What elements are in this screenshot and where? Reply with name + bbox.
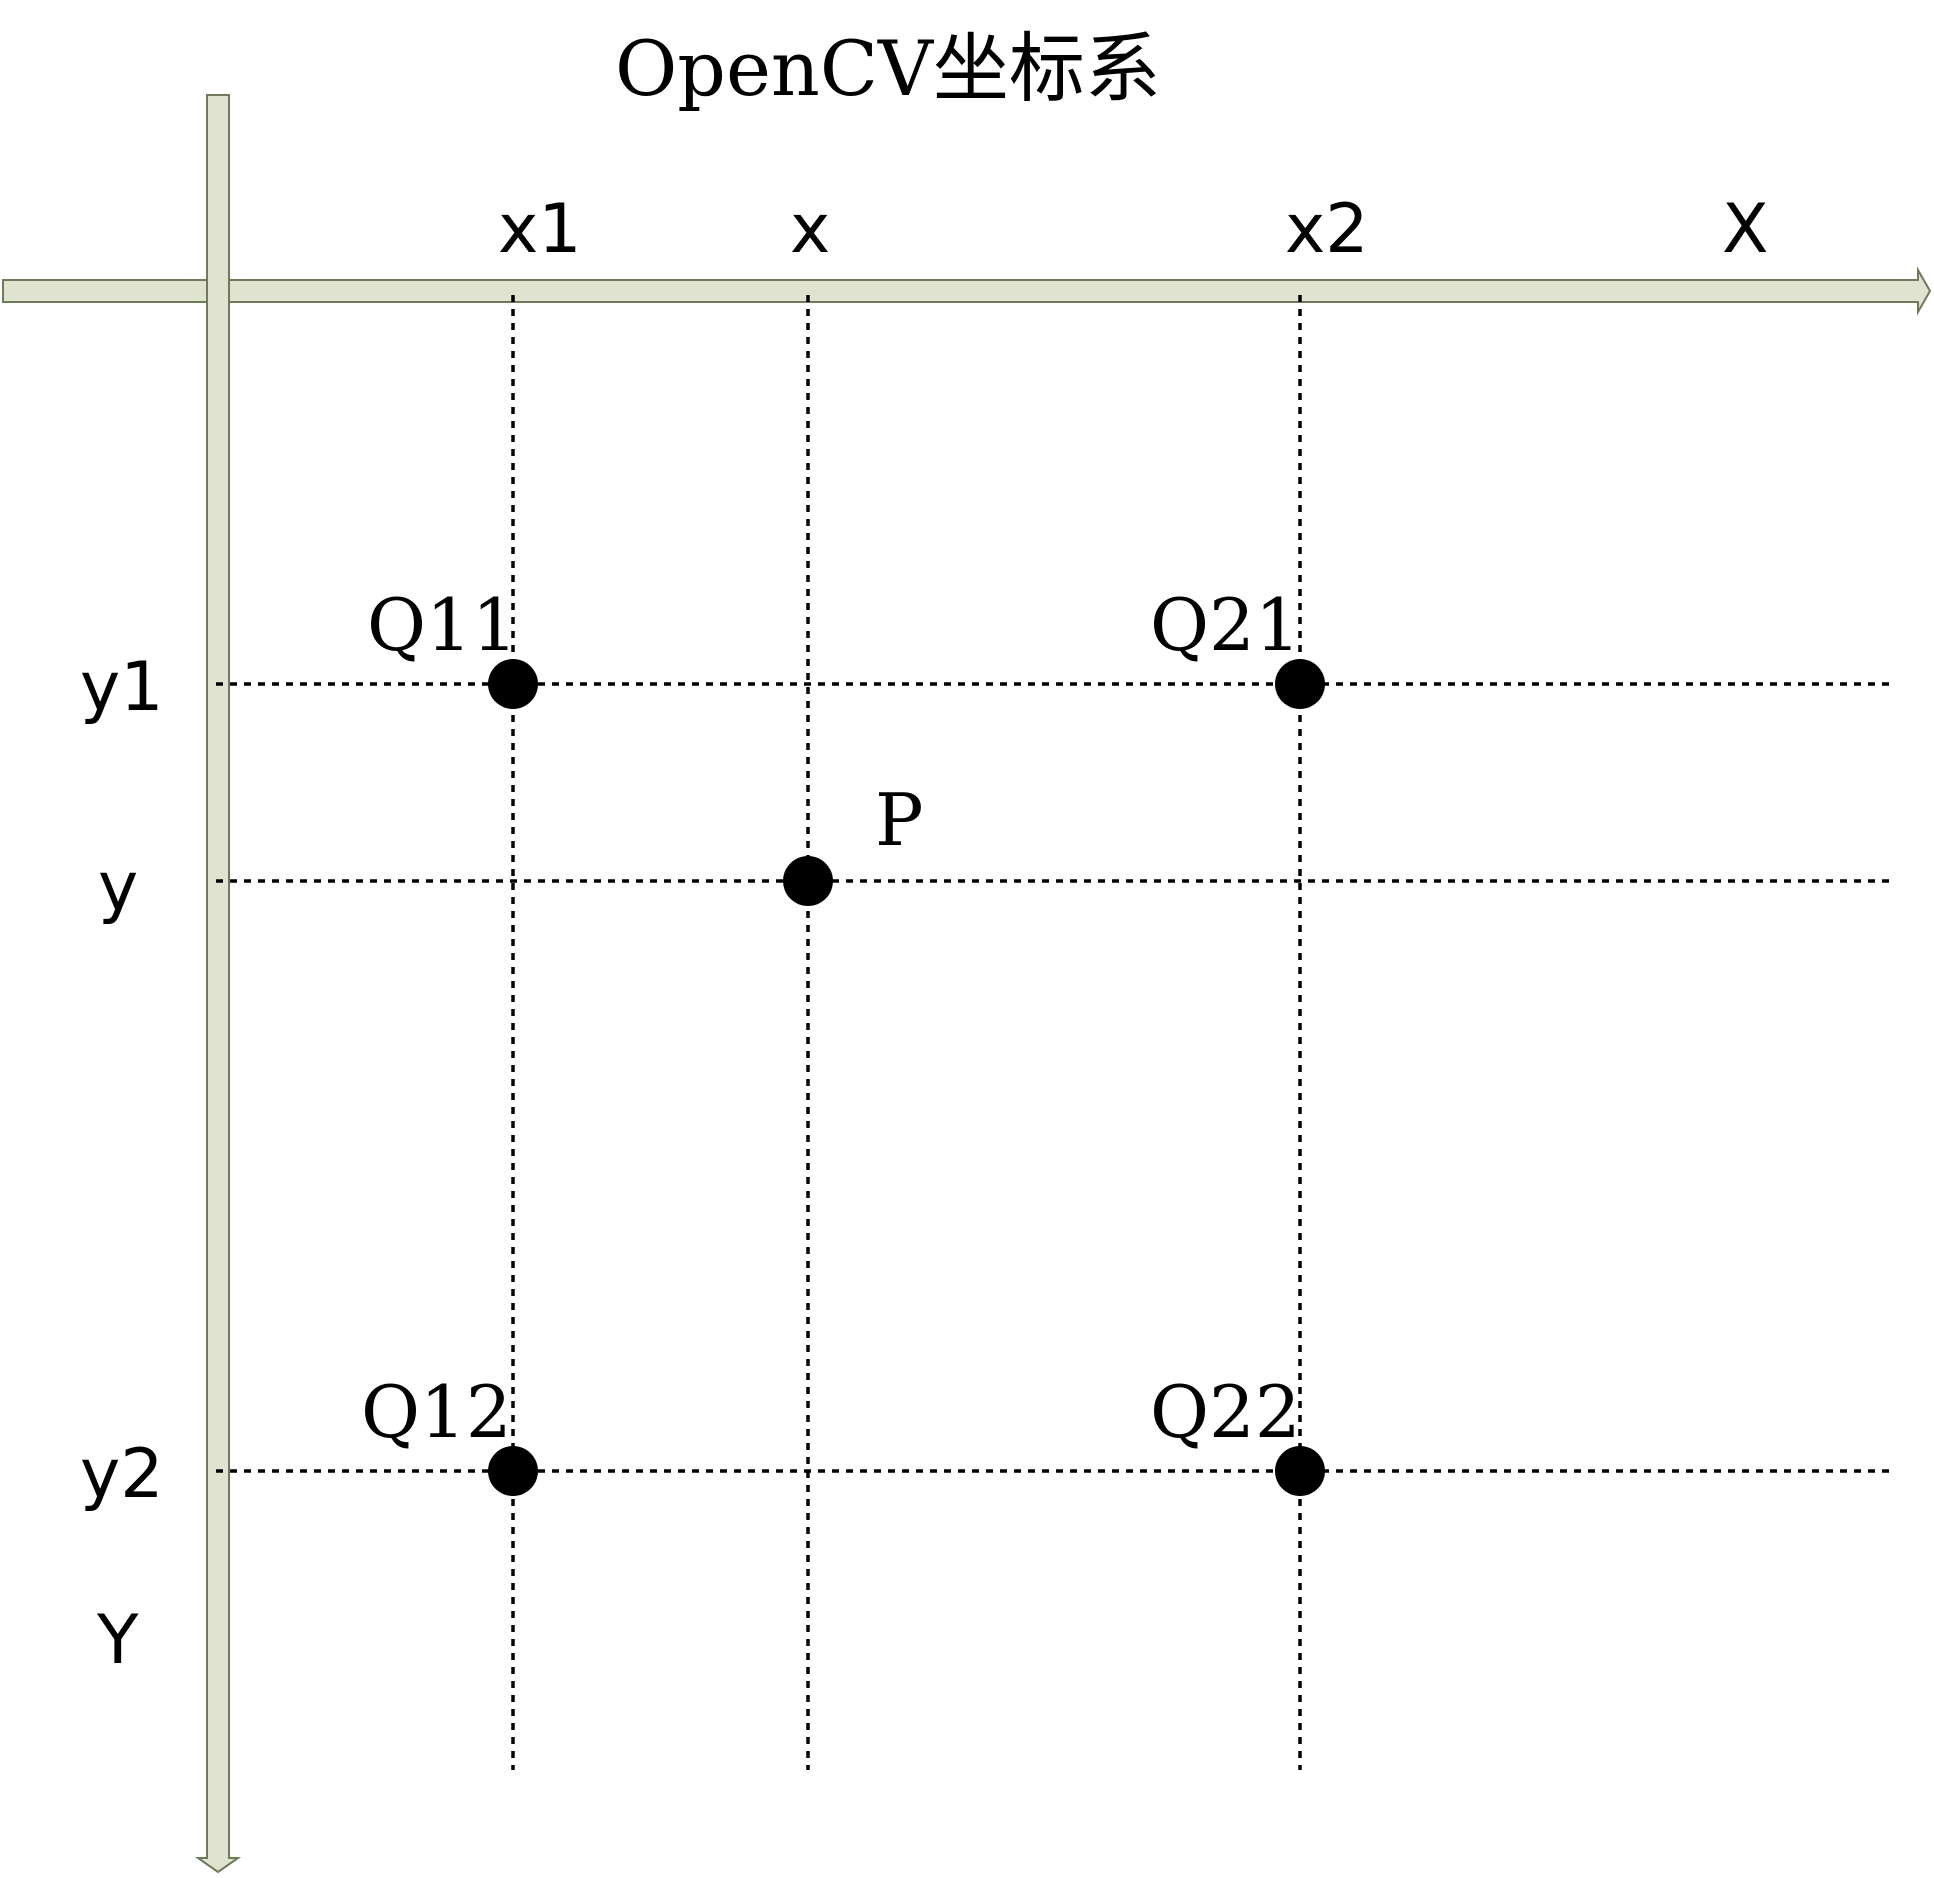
point-Q22 — [1275, 1446, 1325, 1496]
x-axis-label: X — [1722, 190, 1769, 269]
point-P — [783, 856, 833, 906]
point-label-Q12: Q12 — [361, 1370, 512, 1454]
point-Q11 — [488, 659, 538, 709]
point-Q12 — [488, 1446, 538, 1496]
x-tick-label-x1: x1 — [498, 190, 582, 269]
point-label-P: P — [875, 778, 923, 862]
x-tick-label-x2: x2 — [1285, 190, 1369, 269]
guide-lines — [216, 295, 1895, 1770]
point-Q21 — [1275, 659, 1325, 709]
diagram-title: OpenCV坐标系 — [615, 24, 1161, 113]
x-tick-label-x: x — [790, 190, 830, 269]
y-tick-label-y1: y1 — [80, 648, 164, 727]
point-label-Q22: Q22 — [1150, 1370, 1301, 1454]
y-tick-label-y: y — [98, 848, 138, 927]
point-label-Q21: Q21 — [1150, 583, 1301, 667]
x-axis-arrow — [2, 266, 1932, 316]
y-tick-label-y2: y2 — [80, 1435, 164, 1514]
point-label-Q11: Q11 — [367, 583, 518, 667]
y-axis-arrow — [194, 94, 242, 1874]
y-axis-label: Y — [96, 1601, 139, 1680]
tick-labels: x1 x x2 y1 y y2 — [80, 190, 1369, 1514]
